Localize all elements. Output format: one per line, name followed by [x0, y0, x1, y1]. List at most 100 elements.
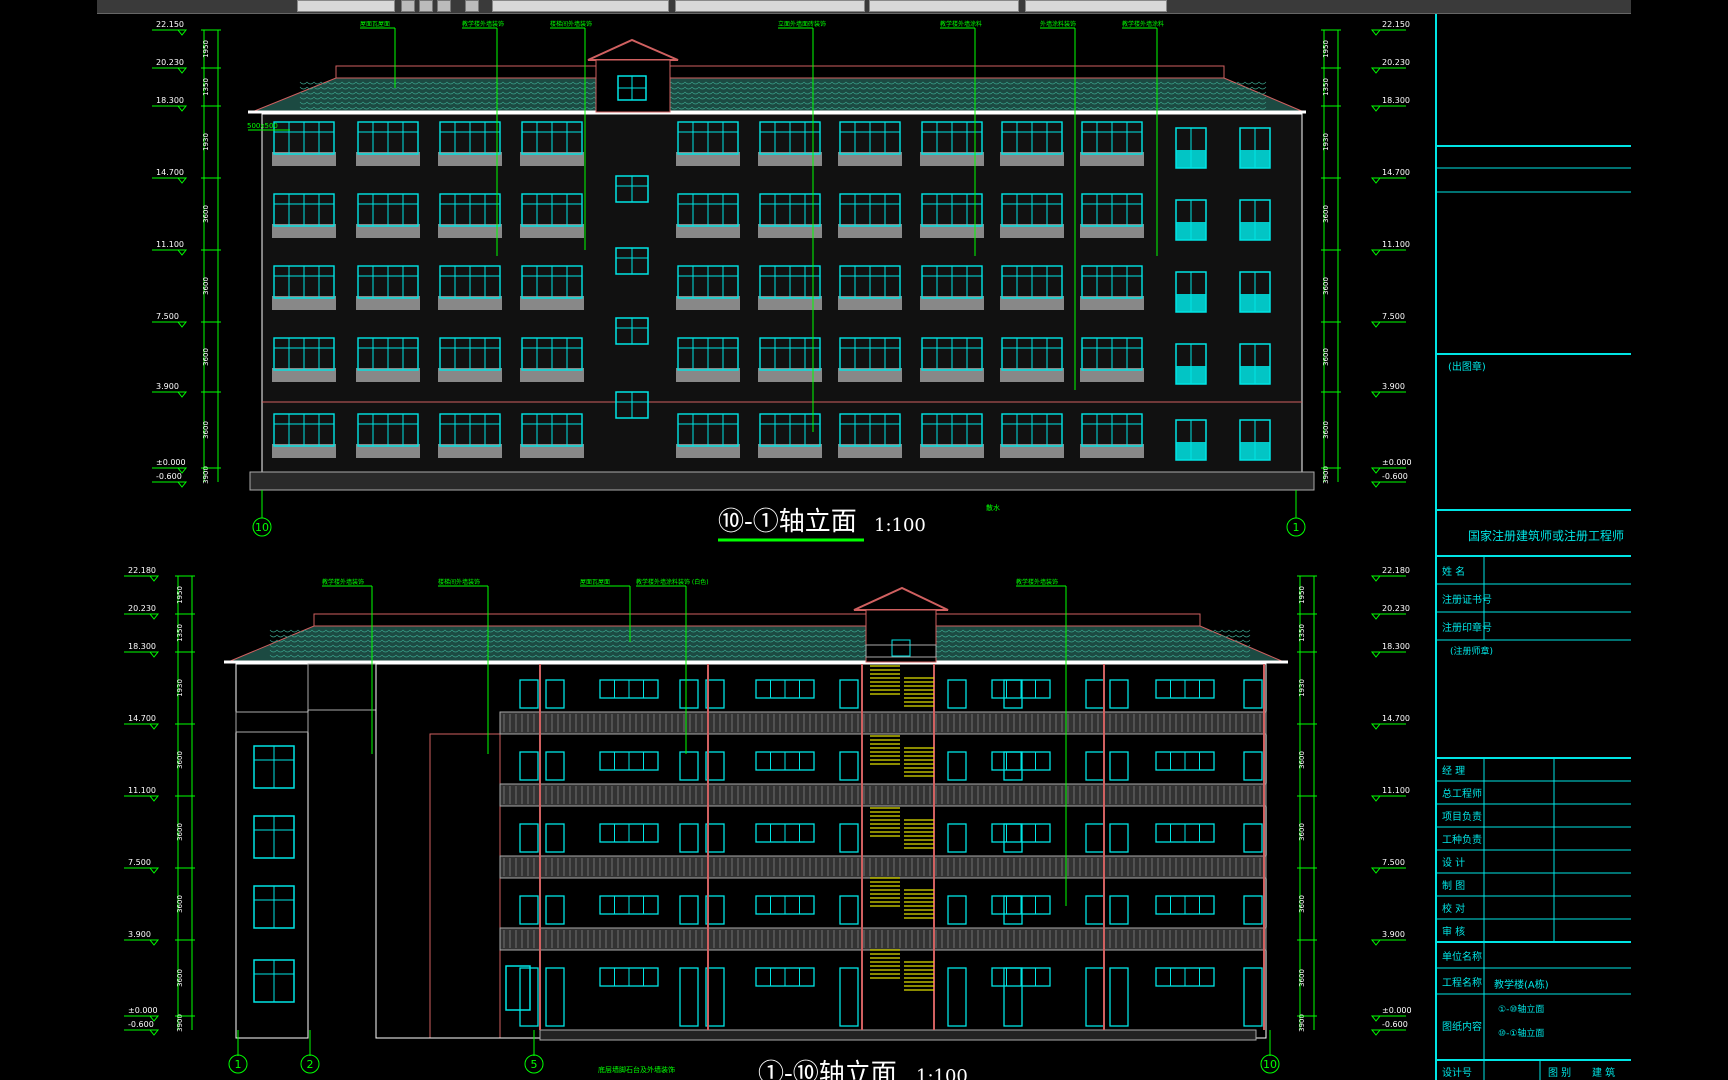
- roof-tile: [612, 654, 621, 658]
- roof-tile: [458, 649, 467, 653]
- roof-tile: [565, 106, 574, 110]
- roof-tile: [976, 639, 985, 643]
- toolbar-button[interactable]: [419, 0, 433, 12]
- roof-tile: [787, 639, 796, 643]
- roof-tile: [432, 86, 441, 90]
- roof-tile: [1144, 634, 1153, 638]
- roof-tile: [558, 101, 567, 105]
- roof-tile: [684, 106, 693, 110]
- layer-dropdown[interactable]: [492, 0, 669, 12]
- roof-tile: [353, 644, 362, 648]
- roof-tile: [717, 649, 726, 653]
- roof-tile: [474, 86, 483, 90]
- roof-tile: [1251, 106, 1260, 110]
- roof-tile: [306, 96, 315, 100]
- roof-tile: [866, 96, 875, 100]
- roof-tile: [726, 86, 735, 90]
- roof-tile: [957, 81, 966, 85]
- roof-tile: [922, 96, 931, 100]
- roof-tile: [1237, 96, 1246, 100]
- roof-tile: [761, 96, 770, 100]
- roof-tile: [647, 649, 656, 653]
- roof-tile: [402, 634, 411, 638]
- roof-tile: [549, 634, 558, 638]
- top-window-grid: [272, 121, 1144, 458]
- roof-tile: [712, 101, 721, 105]
- roof-tile: [1048, 96, 1057, 100]
- roof-tile: [936, 101, 945, 105]
- roof-tile: [957, 86, 966, 90]
- roof-tile: [313, 96, 322, 100]
- color-dropdown[interactable]: [675, 0, 865, 12]
- roof-tile: [509, 101, 518, 105]
- top-facade-wall: [261, 113, 1303, 473]
- roof-tile: [936, 96, 945, 100]
- roof-tile: [964, 86, 973, 90]
- toolbar-field[interactable]: [297, 0, 395, 12]
- roof-tile: [747, 91, 756, 95]
- roof-tile: [276, 639, 285, 643]
- window-sill: [272, 444, 336, 458]
- balcony-door: [705, 967, 725, 1027]
- roof-tile: [873, 91, 882, 95]
- roof-tile: [474, 106, 483, 110]
- roof-tile: [1195, 81, 1204, 85]
- roof-tile: [579, 106, 588, 110]
- roof-tile: [887, 91, 896, 95]
- dim-text: 3600: [176, 969, 184, 987]
- roof-tile: [1181, 96, 1190, 100]
- roof-tile: [479, 639, 488, 643]
- roof-tile: [1011, 649, 1020, 653]
- roof-tile: [1137, 654, 1146, 658]
- roof-tile: [922, 91, 931, 95]
- roof-tile: [411, 101, 420, 105]
- roof-tile: [684, 86, 693, 90]
- roof-tile: [794, 639, 803, 643]
- roof-tile: [859, 81, 868, 85]
- roof-tile: [521, 644, 530, 648]
- cad-drawing-canvas[interactable]: 屋面瓦屋面教学楼外墙装饰楼梯间外墙装饰立面外墙面砖装饰教学楼外墙涂料外墙涂料装饰…: [0, 14, 1728, 1080]
- roof-tile: [474, 101, 483, 105]
- roof-tile: [1088, 654, 1097, 658]
- roof-tile: [509, 81, 518, 85]
- roof-tile: [432, 106, 441, 110]
- linetype-dropdown[interactable]: [869, 0, 1019, 12]
- roof-tile: [978, 91, 987, 95]
- roof-tile: [563, 654, 572, 658]
- roof-tile: [1160, 81, 1169, 85]
- roof-tile: [514, 654, 523, 658]
- roof-tile: [514, 639, 523, 643]
- roof-tile: [1090, 96, 1099, 100]
- toolbar-button[interactable]: [437, 0, 451, 12]
- roof-tile: [1013, 106, 1022, 110]
- roof-tile: [915, 86, 924, 90]
- roof-tile: [397, 86, 406, 90]
- dim-text: 3600: [202, 348, 210, 366]
- roof-tile: [677, 86, 686, 90]
- roof-tile: [1039, 634, 1048, 638]
- roof-tile: [796, 96, 805, 100]
- roof-tile: [404, 81, 413, 85]
- roof-tile: [1097, 81, 1106, 85]
- roof-tile: [976, 654, 985, 658]
- roof-tile: [544, 106, 553, 110]
- roof-tile: [1083, 91, 1092, 95]
- roof-tile: [1034, 81, 1043, 85]
- roof-tile: [997, 654, 1006, 658]
- roof-tile: [901, 96, 910, 100]
- toolbar-button[interactable]: [401, 0, 415, 12]
- roof-tile: [962, 644, 971, 648]
- roof-tile: [360, 644, 369, 648]
- toolbar-button[interactable]: [465, 0, 479, 12]
- roof-tile: [416, 639, 425, 643]
- roof-tile: [542, 649, 551, 653]
- annotation-label: 屋面瓦屋面: [360, 21, 390, 28]
- lineweight-dropdown[interactable]: [1025, 0, 1167, 12]
- roof-tile: [691, 81, 700, 85]
- roof-tile: [1158, 634, 1167, 638]
- roof-tile: [535, 629, 544, 633]
- roof-tile: [1004, 639, 1013, 643]
- roof-tile: [773, 654, 782, 658]
- roof-tile: [761, 81, 770, 85]
- roof-tile: [339, 639, 348, 643]
